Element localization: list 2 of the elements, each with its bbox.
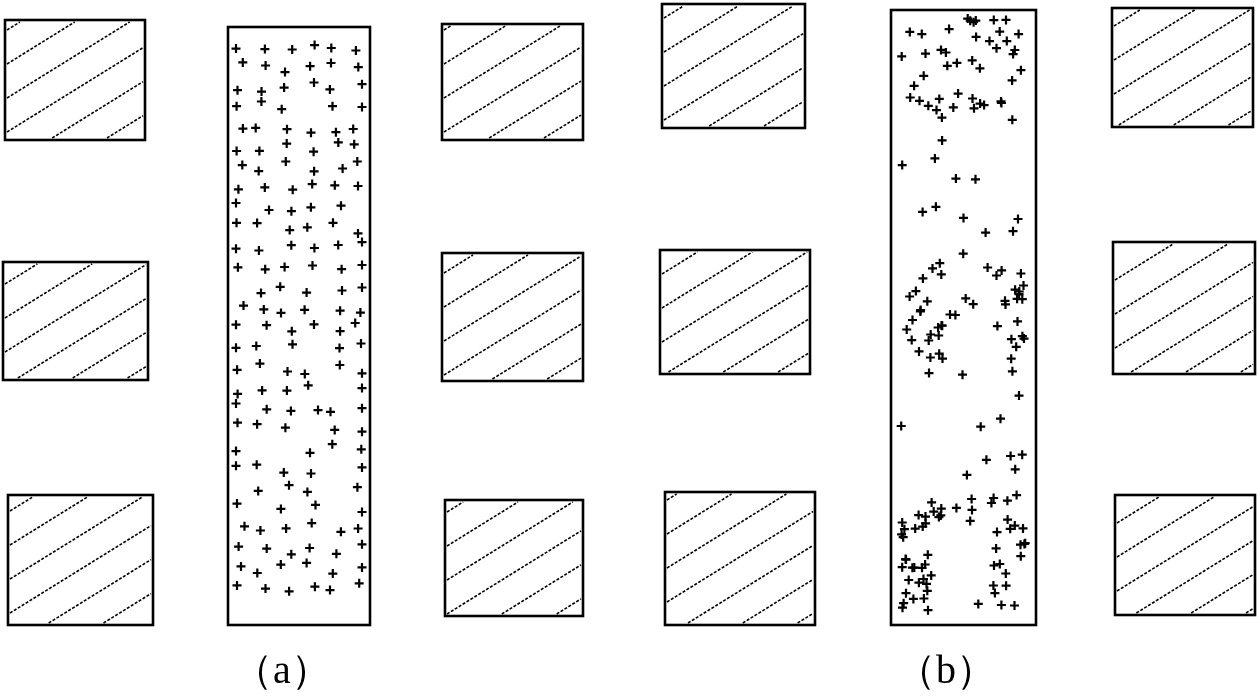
- panel-label: （b）: [896, 648, 996, 692]
- panel-label: （a）: [233, 648, 331, 692]
